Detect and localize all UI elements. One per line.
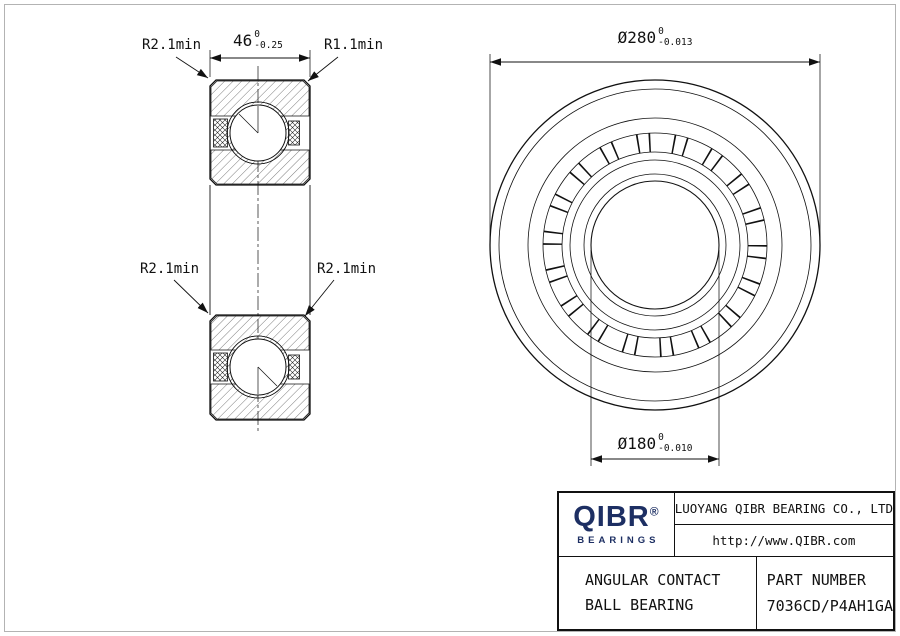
bearing-outline-bottom <box>209 314 311 421</box>
title-block-row-1: QIBR® BEARINGS LUOYANG QIBR BEARING CO.,… <box>559 493 893 557</box>
width-tol-upper: 0 <box>254 29 260 40</box>
bore-tol-upper: 0 <box>658 432 664 443</box>
radius-label-mid-right: R2.1min <box>317 261 377 277</box>
leader-radius-mid-left <box>173 279 209 314</box>
bore-tol-lower: -0.010 <box>658 442 693 454</box>
outer-chamfer-circle <box>498 88 812 402</box>
bore-circle <box>590 180 720 310</box>
contact-line-top-2 <box>238 113 259 134</box>
cage-outer-circle <box>542 132 768 358</box>
cage-top-left <box>213 118 228 148</box>
leader-radius-top-left <box>175 56 209 79</box>
inner-raceway-circle <box>569 159 741 331</box>
bore-tolerance: 0 -0.010 <box>658 432 693 455</box>
cage-bottom-right <box>288 354 300 380</box>
part-number-label: PART NUMBER <box>766 570 866 589</box>
radius-label-top-right: R1.1min <box>324 37 384 53</box>
website-url: http://www.QIBR.com <box>712 533 856 548</box>
leader-radius-top-right <box>307 56 339 82</box>
width-tolerance: 0 -0.25 <box>254 29 283 52</box>
width-value: 46 <box>233 31 253 51</box>
radius-label-top-left: R2.1min <box>142 37 202 53</box>
title-block-row-2: ANGULAR CONTACT BALL BEARING PART NUMBER… <box>559 557 893 629</box>
outer-diameter-circle <box>489 79 821 411</box>
product-name-cell: ANGULAR CONTACT BALL BEARING <box>559 557 757 629</box>
width-tol-lower: -0.25 <box>254 39 283 51</box>
radius-label-mid-left: R2.1min <box>140 261 200 277</box>
cage-bottom-left <box>213 352 228 382</box>
outer-raceway-circle <box>527 117 783 373</box>
cage-pocket-ticks <box>543 133 767 357</box>
title-block: QIBR® BEARINGS LUOYANG QIBR BEARING CO.,… <box>557 491 895 631</box>
logo-text: QIBR <box>573 501 650 533</box>
cage-top-right <box>288 120 300 146</box>
leader-radius-mid-right <box>304 279 335 317</box>
od-value: Ø280 <box>617 28 657 48</box>
company-name: LUOYANG QIBR BEARING CO., LTD <box>674 493 893 525</box>
width-dimension-label: 46 0 -0.25 <box>233 29 283 52</box>
logo: QIBR® BEARINGS <box>559 493 675 556</box>
cage-inner-circle <box>561 151 749 339</box>
dimensions <box>173 50 821 466</box>
bore-diameter-label: Ø180 0 -0.010 <box>617 432 693 455</box>
product-name-line1: ANGULAR CONTACT <box>585 571 721 590</box>
product-name-line2: BALL BEARING <box>585 596 694 614</box>
company-info-cell: LUOYANG QIBR BEARING CO., LTD http://www… <box>674 493 893 556</box>
part-number-cell: PART NUMBER 7036CD/P4AH1GA <box>757 557 893 629</box>
od-tol-lower: -0.013 <box>658 36 693 48</box>
logo-subtext: BEARINGS <box>577 535 660 546</box>
registered-mark-icon: ® <box>649 504 660 519</box>
logo-wordmark: QIBR® <box>573 503 659 532</box>
cross-section-view <box>209 66 311 434</box>
od-tolerance: 0 -0.013 <box>658 26 693 49</box>
bore-value: Ø180 <box>617 434 657 454</box>
bearing-outline-top <box>209 79 311 186</box>
outer-diameter-label: Ø280 0 -0.013 <box>617 26 693 49</box>
od-tol-upper: 0 <box>658 26 664 37</box>
part-number-value: 7036CD/P4AH1GA <box>766 597 893 615</box>
bore-chamfer-circle <box>583 173 727 317</box>
front-view <box>489 79 821 411</box>
contact-line-bottom-2 <box>257 366 278 387</box>
